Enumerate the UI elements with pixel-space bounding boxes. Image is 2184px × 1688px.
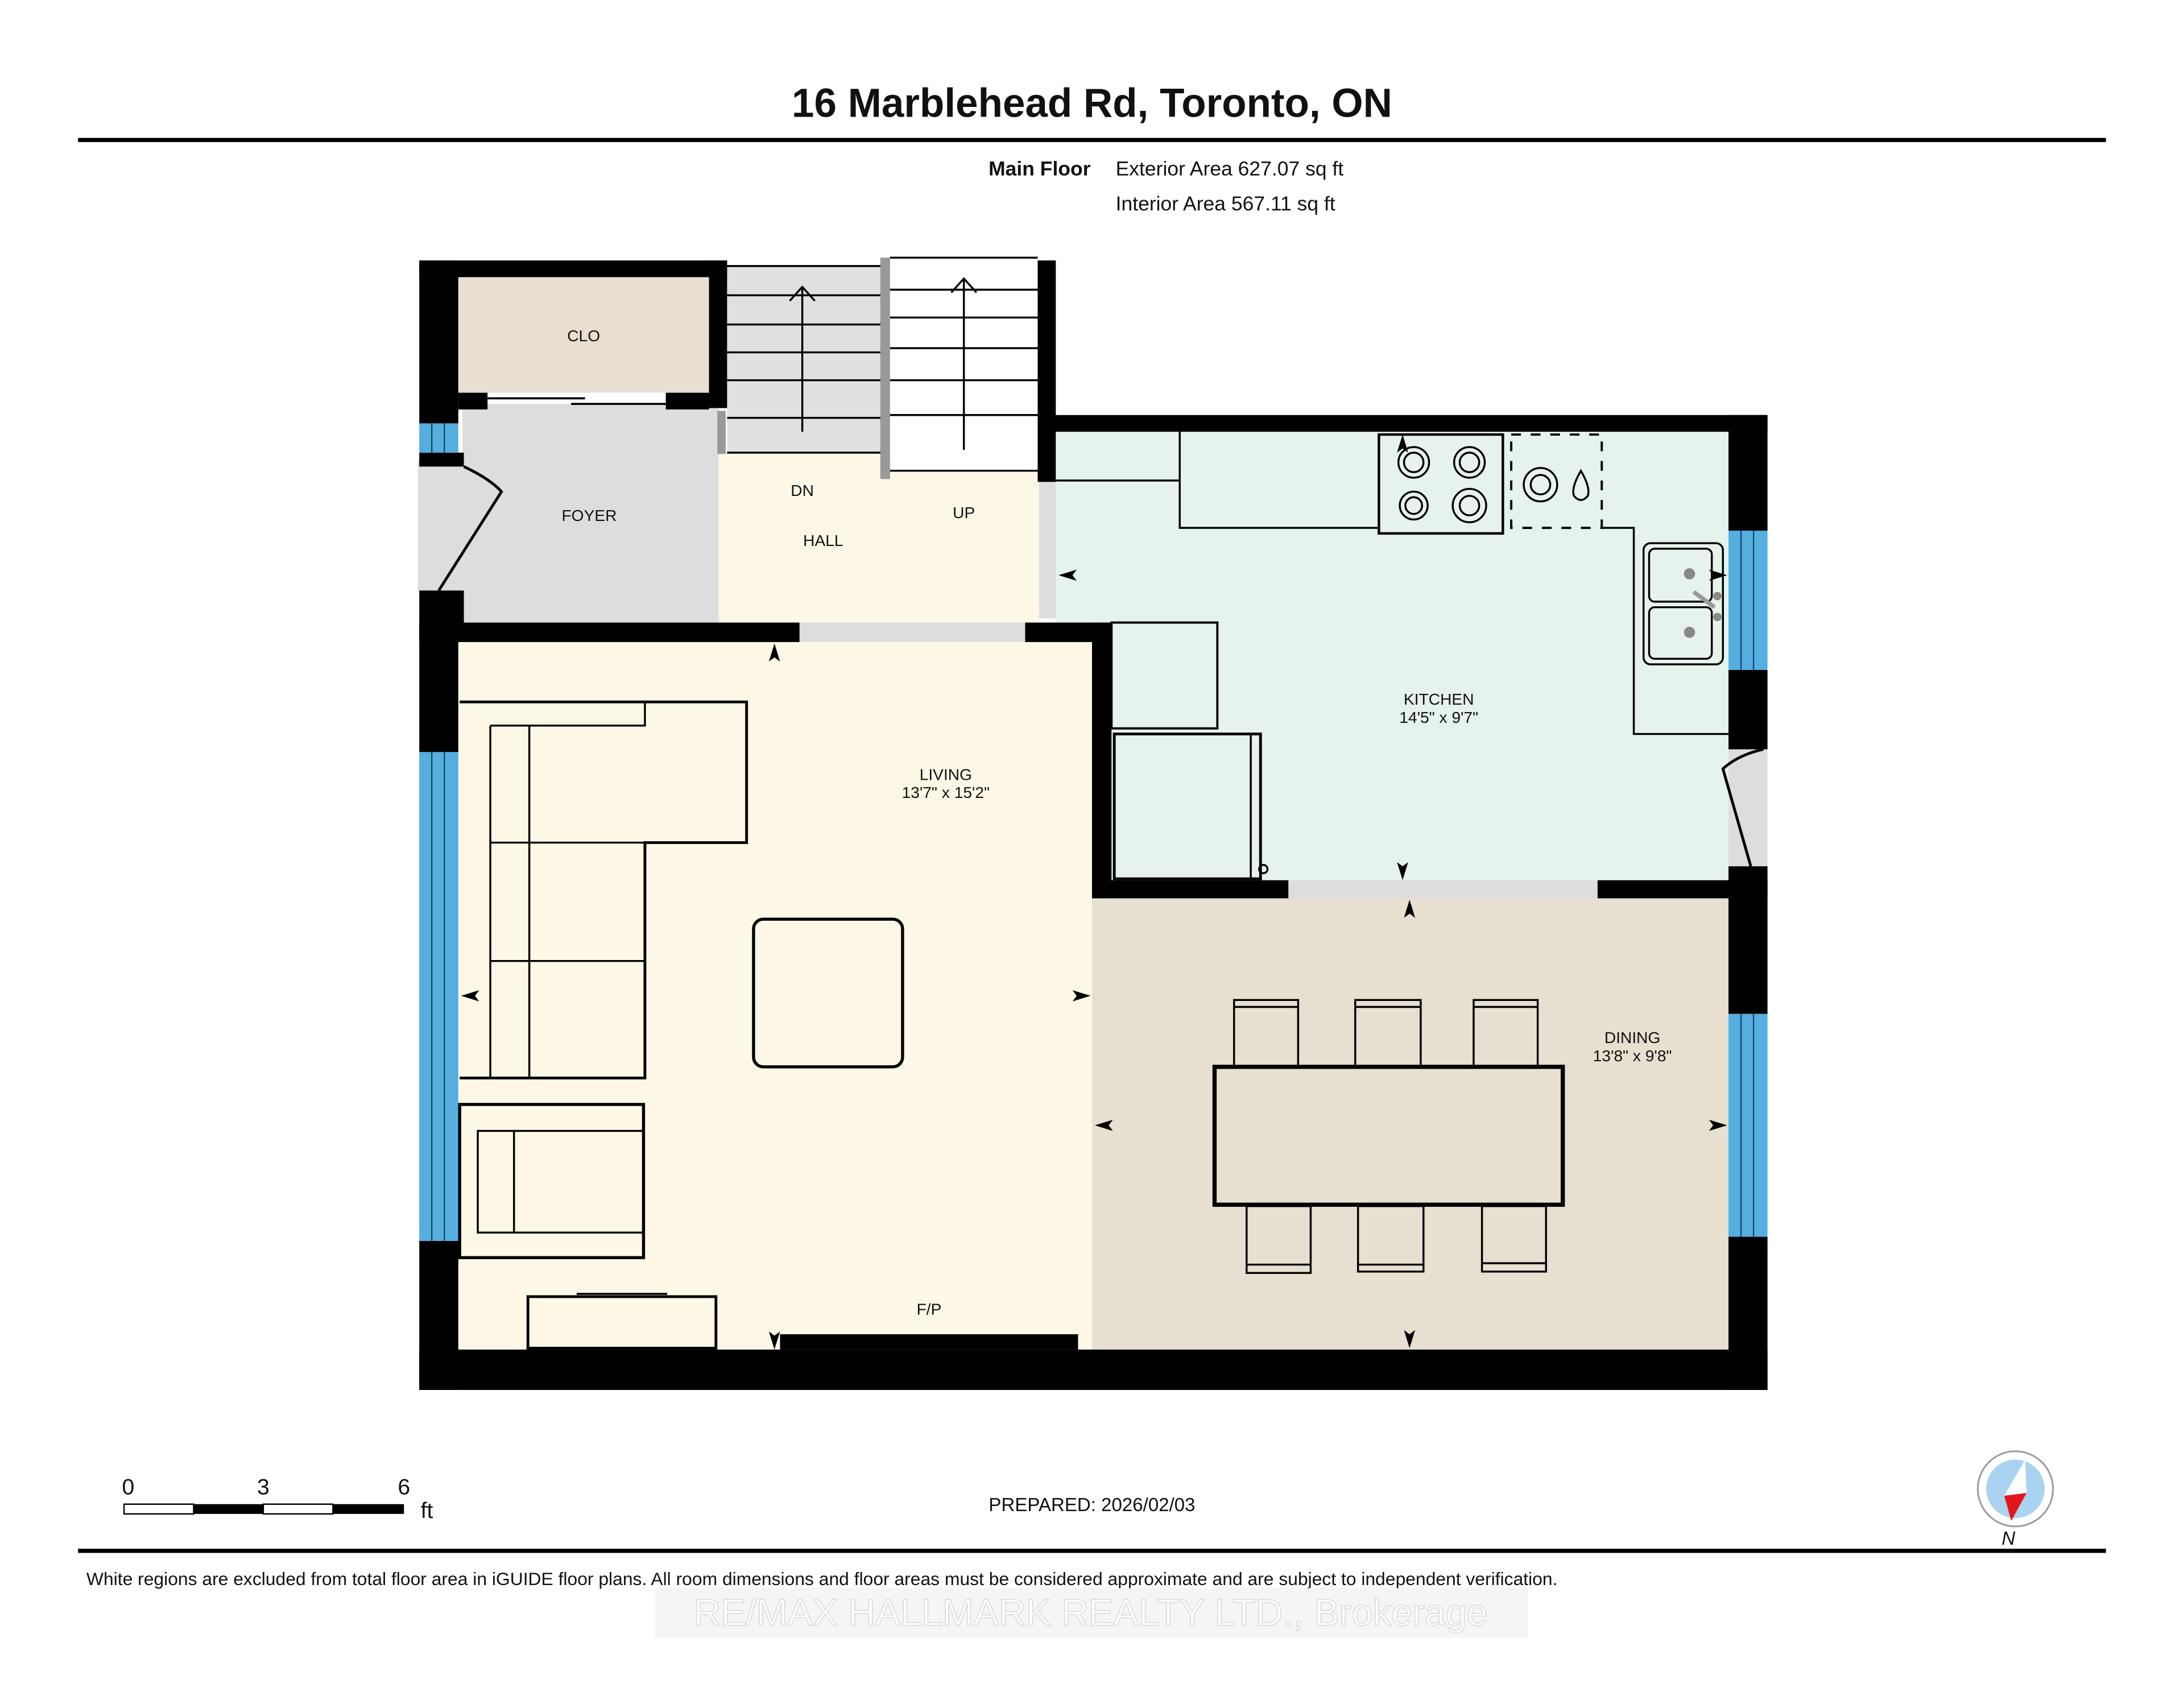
prepared-date: PREPARED: 2026/02/03 [988,1495,1195,1516]
room-dims-kitchen: 14'5" x 9'7" [1399,709,1478,726]
header-divider [78,138,2106,142]
stair-label-down: DN [791,482,814,499]
stairs-down [727,266,882,454]
watermark-text: RE/MAX HALLMARK REALTY LTD., Brokerage [693,1592,1487,1634]
room-label-living: LIVING [920,766,972,783]
floor-plan: CLO FOYER DN UP HALL KITCHEN 14'5" x 9'7… [417,256,1768,1390]
dimension-markers [461,435,1727,1350]
tv-console-icon [526,1295,718,1350]
window-kitchen [1728,531,1768,670]
kitchen-door-swing [1721,748,1764,867]
room-label-hall: HALL [803,532,843,549]
room-label-foyer: FOYER [561,507,617,524]
watermark-bg [655,1587,1528,1638]
compass-icon: N [1976,1450,2054,1549]
chair-icon [1357,1205,1425,1273]
kitchen-dining-opening [1288,880,1598,899]
page-title: 16 Marblehead Rd, Toronto, ON [792,81,1392,126]
floor-label: Main Floor [988,158,1091,180]
living-furniture [458,700,904,1350]
room-foyer [462,404,719,623]
room-label-dining: DINING [1604,1029,1661,1046]
disclaimer-text: White regions are excluded from total fl… [86,1569,1558,1589]
scale-bar: 0 3 6 ft [122,1475,433,1524]
chair-icon [1480,1205,1548,1273]
room-kitchen [1056,432,1729,880]
dining-furniture [1212,999,1565,1274]
chair-icon [1472,999,1539,1068]
stair-divider-rail [880,258,890,479]
window-living [419,752,458,1241]
scale-unit: ft [421,1499,433,1523]
footer-divider [78,1549,2106,1553]
chair-icon [1246,1205,1312,1274]
window-dining [1728,1013,1768,1237]
room-label-kitchen: KITCHEN [1404,690,1474,708]
stair-arrow-head [789,285,816,302]
scale-tick-3: 3 [257,1475,270,1500]
room-dims-dining: 13'8" x 9'8" [1593,1047,1672,1065]
stair-label-up: UP [953,504,975,522]
sink-icon [1643,542,1724,665]
room-dims-living: 13'7" x 15'2" [902,784,990,801]
room-closet [458,277,709,393]
room-living [458,642,1092,1350]
exterior-area: Exterior Area 627.07 sq ft [1116,158,1344,180]
room-dining [1092,898,1729,1350]
stair-arrow-head [950,277,978,293]
entry-door-area [417,460,463,592]
dishwasher-icon [1510,433,1603,529]
entry-door-swing [437,465,503,591]
scale-tick-0: 0 [122,1475,135,1500]
chair-icon [1233,999,1300,1068]
windows [419,423,1768,1241]
counter-block [1110,621,1219,730]
fridge-icon [1112,733,1262,880]
stove-icon [1378,433,1504,535]
coffee-table-icon [752,917,904,1069]
room-label-closet: CLO [567,327,600,345]
kitchen-fixtures [1056,432,1729,880]
compass-north-label: N [2001,1528,2015,1549]
railing [717,411,726,454]
scale-tick-6: 6 [398,1475,410,1500]
walls [419,260,1768,1390]
chair-icon [1354,999,1422,1068]
interior-area: Interior Area 567.11 sq ft [1116,192,1335,215]
window-foyer [419,423,458,453]
living-hall-opening [799,622,1025,642]
water-drop-icon [1572,469,1590,501]
hall-kitchen-opening [1039,482,1056,619]
room-hall [718,454,1039,623]
fireplace-label: F/P [917,1301,942,1318]
